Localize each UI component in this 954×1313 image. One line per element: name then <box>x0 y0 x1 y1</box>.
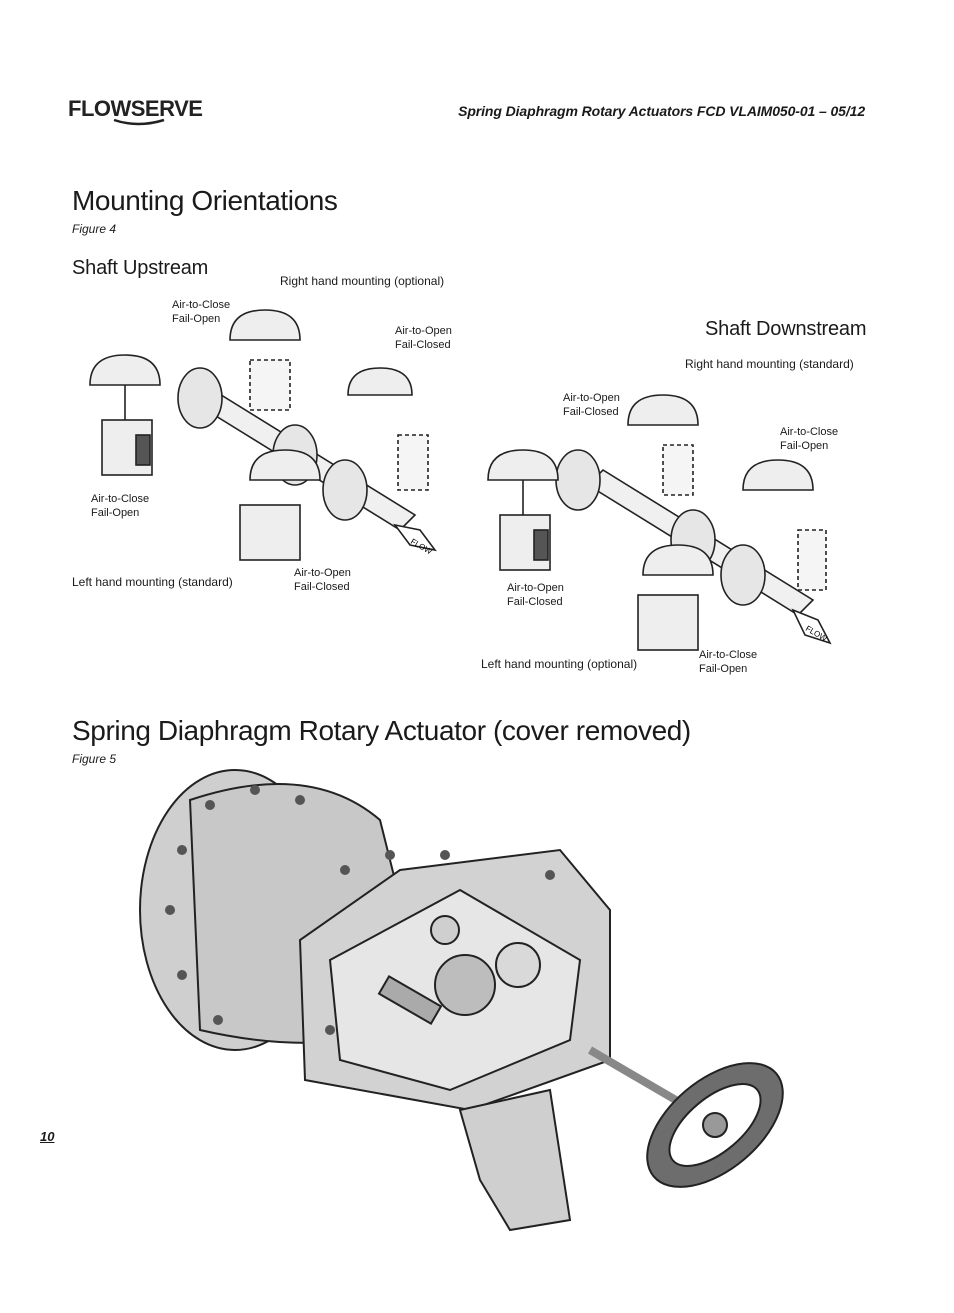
logo-text: FLOWSERVE <box>68 96 202 121</box>
figure-caption-5: Figure 5 <box>72 752 117 766</box>
upstream-right-hand-label: Right hand mounting (optional) <box>280 274 445 288</box>
upstream-bottom-left-label: Air-to-Close Fail-Open <box>91 493 150 519</box>
downstream-right-hand-label: Right hand mounting (standard) <box>685 357 854 371</box>
downstream-bottom-right-label: Air-to-Close Fail-Open <box>699 649 758 675</box>
upstream-bottom-right-label: Air-to-Open Fail-Closed <box>294 567 351 593</box>
downstream-left-hand-label: Left hand mounting (optional) <box>481 657 638 671</box>
upstream-top-right-label: Air-to-Open Fail-Closed <box>395 325 452 351</box>
section-title-actuator: Spring Diaphragm Rotary Actuator (cover … <box>72 715 691 746</box>
actuator-cutaway-illustration <box>139 769 784 1232</box>
downstream-top-right-label: Air-to-Close Fail-Open <box>780 426 839 452</box>
downstream-top-left-label: Air-to-Open Fail-Closed <box>563 392 620 418</box>
shaft-upstream-title: Shaft Upstream <box>72 257 209 279</box>
document-header: Spring Diaphragm Rotary Actuators FCD VL… <box>458 103 865 119</box>
downstream-bottom-left-label: Air-to-Open Fail-Closed <box>507 582 564 608</box>
upstream-left-hand-label: Left hand mounting (standard) <box>72 575 233 589</box>
upstream-valve-illustration: FLOW <box>89 309 437 561</box>
figure-caption-4: Figure 4 <box>72 222 117 236</box>
section-title-mounting: Mounting Orientations <box>72 185 338 216</box>
upstream-top-left-label: Air-to-Close Fail-Open <box>172 299 231 325</box>
page-number: 10 <box>40 1129 55 1144</box>
flowserve-logo: FLOWSERVE <box>68 92 208 132</box>
downstream-valve-illustration: FLOW <box>487 394 832 651</box>
shaft-downstream-title: Shaft Downstream <box>705 318 867 340</box>
